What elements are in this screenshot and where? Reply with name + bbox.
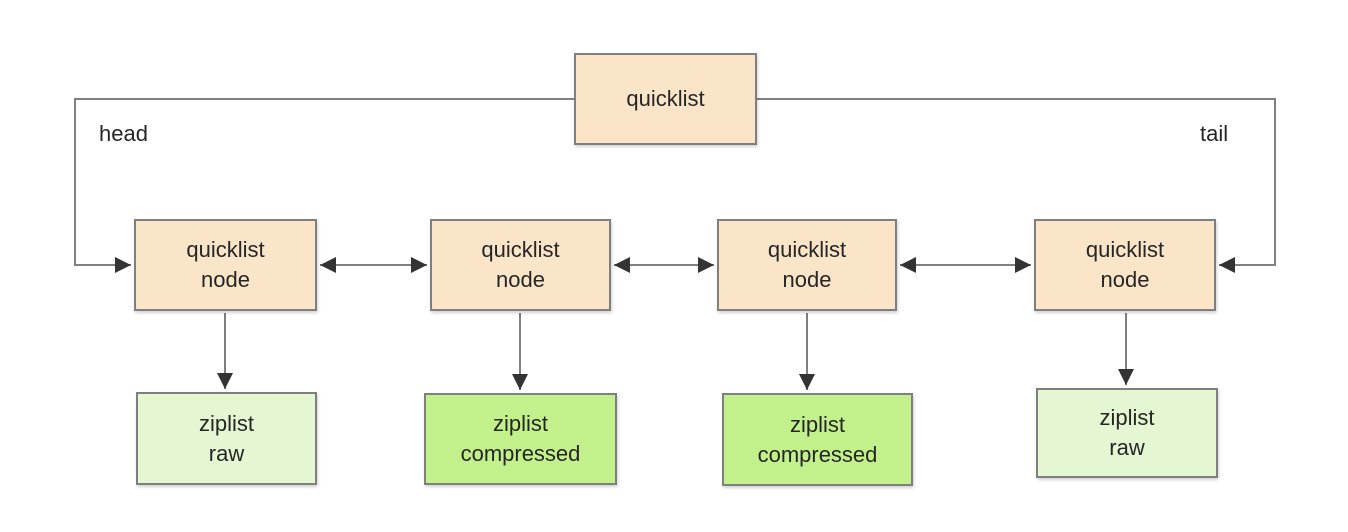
ziplist-raw-1: ziplist raw xyxy=(136,392,317,485)
ziplist-compressed-3: ziplist compressed xyxy=(722,393,913,486)
quicklist-node-3: quicklist node xyxy=(717,219,897,311)
quicklist-root-box: quicklist xyxy=(574,53,757,145)
head-pointer-line xyxy=(74,98,575,273)
quicklist-node-4: quicklist node xyxy=(1034,219,1216,311)
tail-pointer-label: tail xyxy=(1200,121,1229,146)
ziplist-compressed-2: ziplist compressed xyxy=(424,393,617,485)
quicklist-node-2: quicklist node xyxy=(430,219,611,311)
head-pointer-label: head xyxy=(99,121,148,146)
tail-pointer-line xyxy=(757,98,1276,273)
quicklist-node-1: quicklist node xyxy=(134,219,317,311)
ziplist-raw-4: ziplist raw xyxy=(1036,388,1218,478)
